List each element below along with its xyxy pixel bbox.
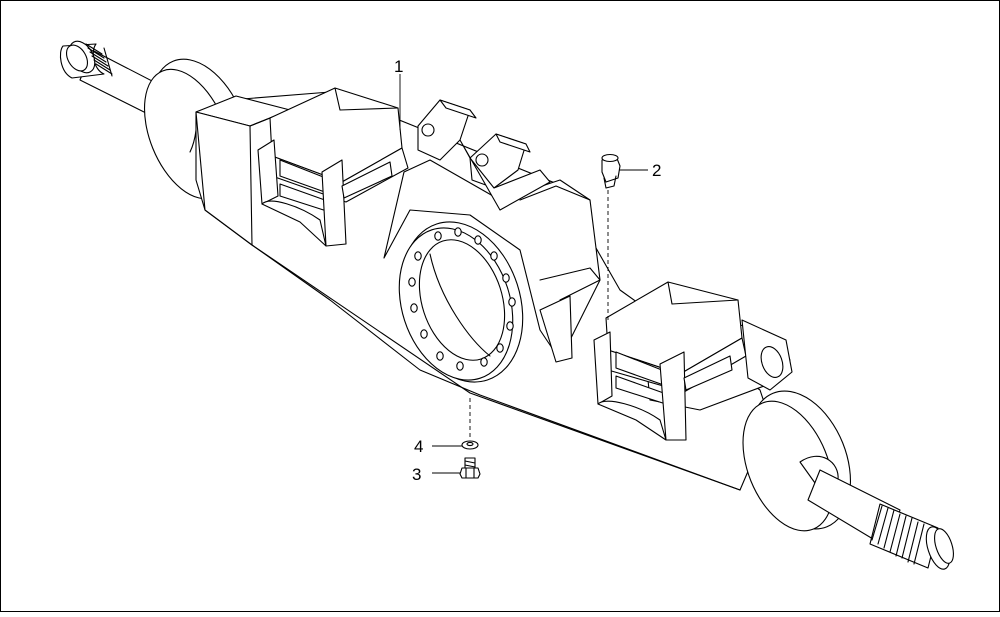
flange-bolt-holes xyxy=(408,227,516,371)
washer-part-4 xyxy=(461,440,479,450)
differential-bracket xyxy=(383,99,601,363)
right-spring-seat xyxy=(593,281,793,441)
left-spring-seat xyxy=(257,87,409,247)
callout-2: 2 xyxy=(652,161,661,180)
callout-3: 3 xyxy=(412,465,421,484)
differential-flange-ring xyxy=(398,221,524,383)
plug-part-2 xyxy=(601,153,621,189)
callout-1: 1 xyxy=(394,57,403,76)
right-shaft-end xyxy=(807,469,954,570)
callout-4: 4 xyxy=(414,437,423,456)
bolt-part-3 xyxy=(459,457,481,479)
